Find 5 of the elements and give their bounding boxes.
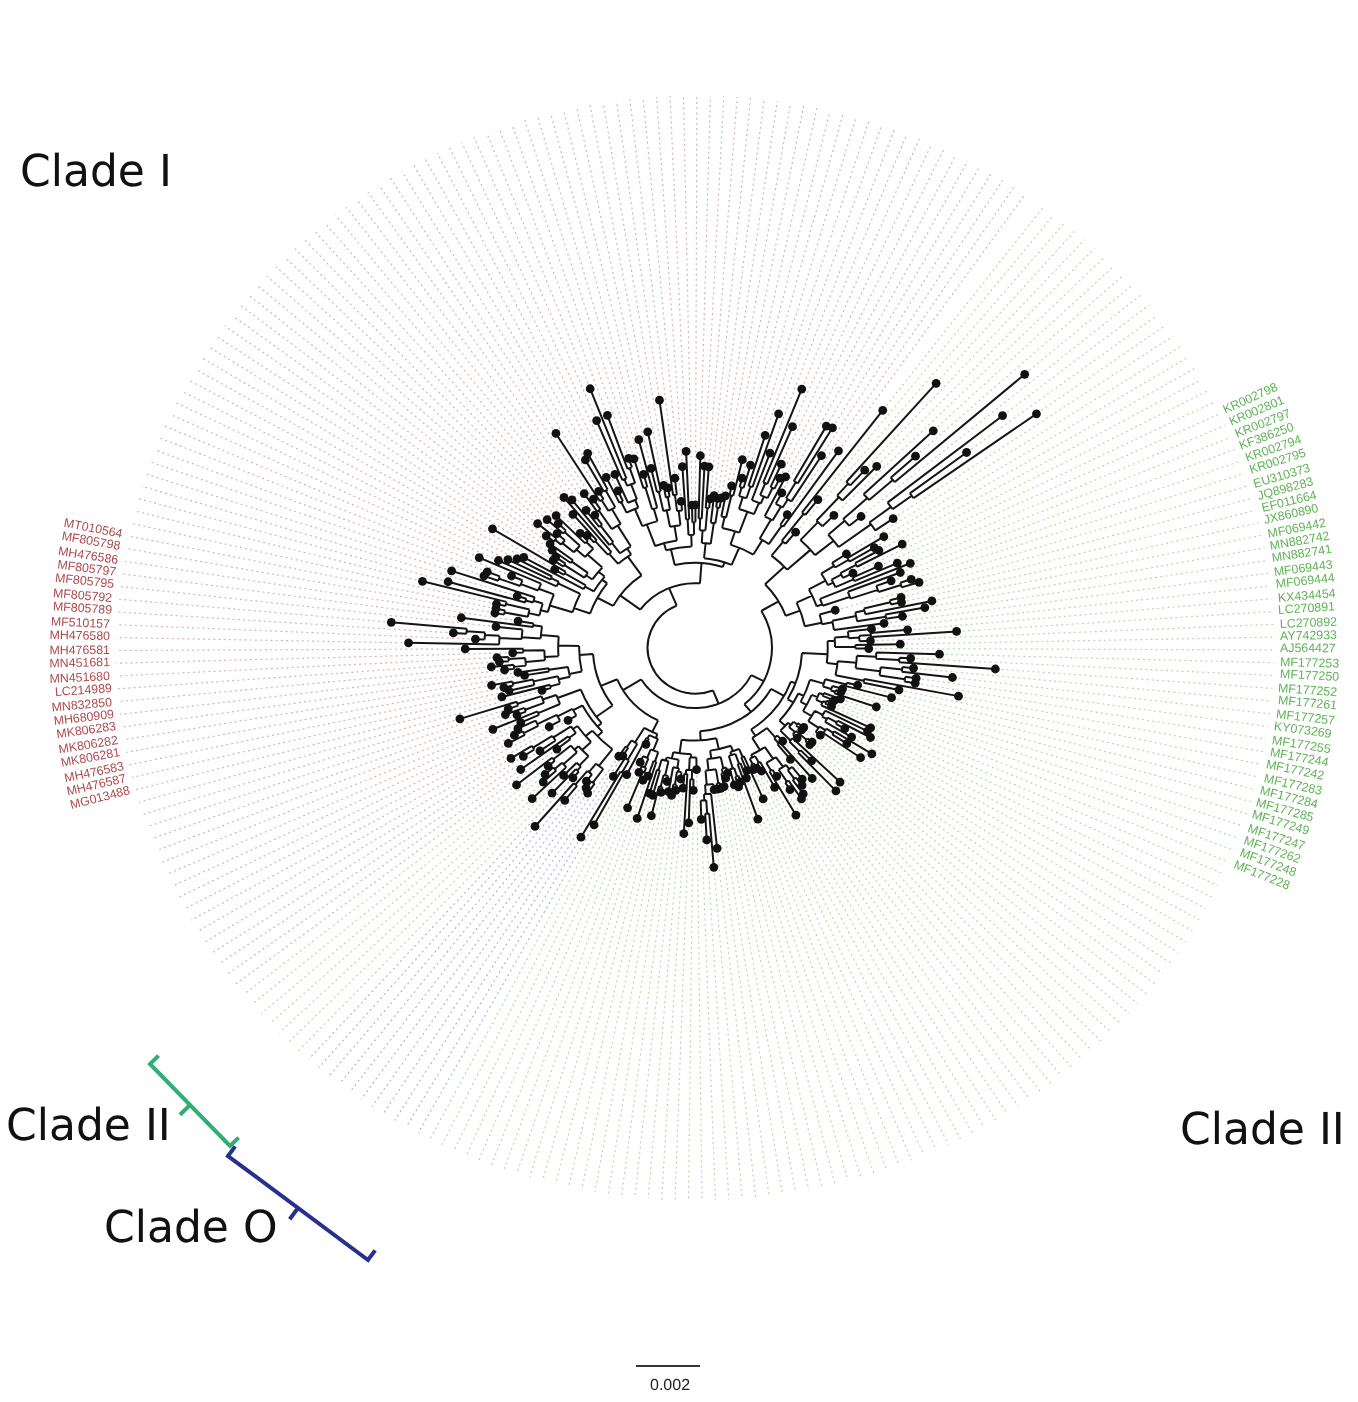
clade-label: Clade II (1180, 1110, 1345, 1154)
scale-label: 0.002 (650, 1376, 691, 1394)
clade-label: Clade O (104, 1208, 278, 1252)
clade-label: Clade I (20, 152, 172, 196)
clade-label: Clade II (6, 1106, 171, 1150)
